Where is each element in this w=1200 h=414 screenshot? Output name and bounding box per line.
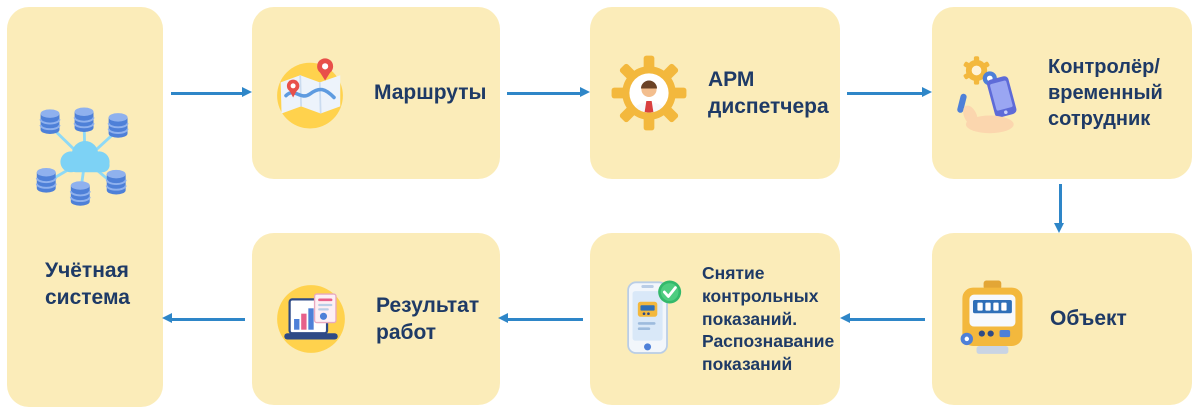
node-readings-label: Снятие контрольных показаний. Распознава…: [702, 263, 835, 375]
node-arm: АРМ диспетчера: [590, 7, 840, 179]
gear-operator-icon: [608, 52, 690, 134]
node-source-label: Учётная система: [45, 259, 130, 310]
arrow-readings-to-result: [498, 314, 583, 323]
meter-icon: [950, 277, 1034, 361]
hand-phone-icon: [950, 51, 1034, 135]
label-line: сотрудник: [1048, 108, 1151, 130]
node-controller: Контролёр/ временный сотрудник: [932, 7, 1192, 179]
arrow-source-to-routes: [171, 88, 252, 97]
node-readings: Снятие контрольных показаний. Распознава…: [590, 233, 840, 405]
label-line: временный: [1048, 82, 1163, 104]
node-controller-label: Контролёр/ временный сотрудник: [1048, 54, 1163, 132]
arrow-routes-to-arm: [507, 88, 590, 97]
arrow-controller-to-object: [1055, 184, 1064, 233]
node-source: Учётная система: [7, 7, 163, 407]
node-routes: Маршруты: [252, 7, 500, 179]
phone-check-icon: [606, 277, 690, 361]
arrow-object-to-readings: [840, 314, 925, 323]
map-routes-icon: [270, 53, 350, 133]
arrow-arm-to-controller: [847, 88, 932, 97]
node-routes-label: Маршруты: [374, 81, 487, 105]
node-object-label: Объект: [1050, 307, 1127, 331]
node-object: Объект: [932, 233, 1192, 405]
laptop-report-icon: [270, 278, 352, 360]
node-result-label: Результат работ: [376, 293, 480, 344]
arrow-result-to-source: [162, 314, 245, 323]
label-line: Контролёр/: [1048, 56, 1160, 78]
database-network-icon: [33, 107, 137, 211]
node-result: Результат работ: [252, 233, 500, 405]
node-arm-label: АРМ диспетчера: [708, 67, 829, 118]
